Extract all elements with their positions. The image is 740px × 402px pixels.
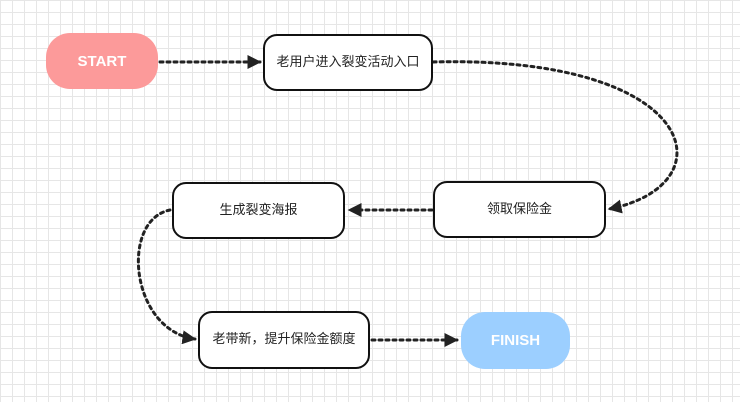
- enter-activity-node-label: 老用户进入裂变活动入口: [276, 54, 420, 70]
- start-node-label: START: [77, 52, 127, 70]
- enter-activity-node: 老用户进入裂变活动入口: [263, 34, 433, 91]
- invite-new-users-node-label: 老带新，提升保险金额度: [212, 332, 356, 347]
- claim-insurance-node: 领取保险金: [433, 181, 606, 238]
- invite-new-users-node: 老带新，提升保险金额度: [198, 311, 370, 369]
- edge-enter-to-claim: [431, 60, 679, 214]
- edge-poster-to-bring: [136, 208, 197, 345]
- generate-poster-node-label: 生成裂变海报: [219, 202, 298, 218]
- generate-poster-node: 生成裂变海报: [172, 182, 345, 239]
- finish-node-label: FINISH: [490, 332, 541, 349]
- claim-insurance-node-label: 领取保险金: [486, 201, 552, 217]
- start-node: START: [46, 33, 158, 89]
- finish-node: FINISH: [461, 312, 570, 369]
